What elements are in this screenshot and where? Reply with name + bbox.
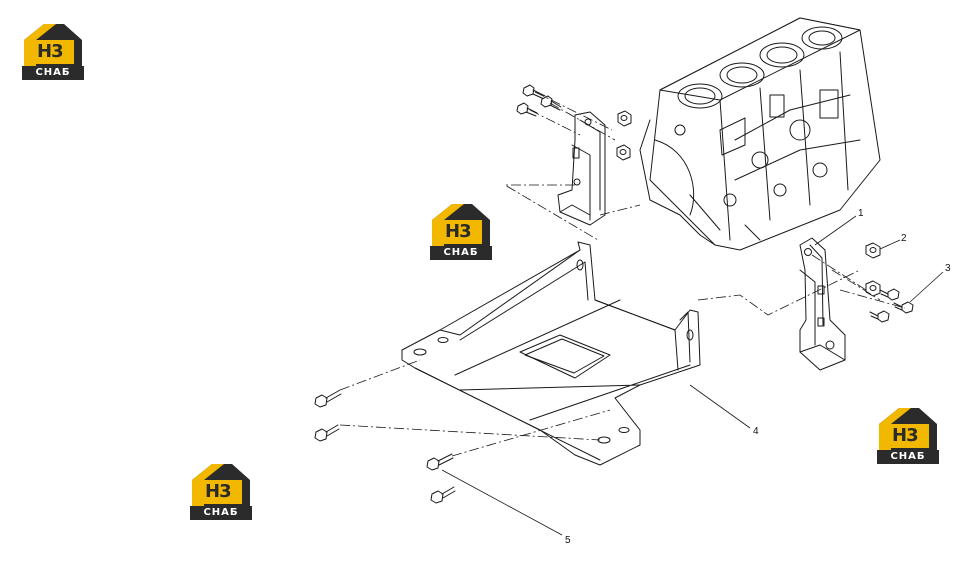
assembly-lines — [339, 91, 906, 457]
watermark-logo-center: H3 СНАБ — [430, 202, 492, 262]
bolt-right-lower — [869, 310, 890, 323]
logo-text: СНАБ — [22, 66, 84, 80]
bolt-part-3b — [893, 301, 914, 314]
logo-text: СНАБ — [877, 450, 939, 464]
bolt-part-5b — [430, 486, 456, 504]
watermark-logo-right: H3 СНАБ — [877, 406, 939, 466]
house-logo-icon — [432, 204, 490, 246]
house-logo-icon — [192, 464, 250, 506]
bolt-top-2 — [540, 95, 562, 111]
callout-3: 3 — [945, 263, 951, 274]
bolt-top-3 — [516, 102, 538, 117]
bolt-left-1 — [314, 389, 342, 408]
nut-part-2 — [865, 242, 881, 259]
right-fasteners — [865, 242, 914, 323]
logo-text: СНАБ — [430, 246, 492, 260]
engine-block — [639, 17, 881, 251]
callout-4: 4 — [753, 426, 759, 437]
bolt-part-3a — [879, 288, 900, 301]
callout-5: 5 — [565, 535, 571, 546]
nut-top-2 — [616, 144, 631, 161]
upper-fasteners — [516, 84, 632, 161]
right-mount-bracket — [799, 237, 846, 371]
nut-top-1 — [617, 110, 632, 127]
bolt-left-2 — [314, 424, 340, 442]
house-logo-icon — [879, 408, 937, 450]
leader-lines — [441, 215, 944, 536]
logo-letters: H3 — [892, 425, 919, 446]
nut-right-lower — [865, 280, 881, 297]
base-plate — [401, 241, 701, 466]
callout-1: 1 — [858, 208, 864, 219]
watermark-logo-top-left: H3 СНАБ — [22, 22, 84, 82]
logo-letters: H3 — [205, 481, 232, 502]
left-bolts — [314, 389, 456, 504]
logo-letters: H3 — [445, 221, 472, 242]
bolt-part-5a — [426, 453, 454, 471]
watermark-logo-bottom-left: H3 СНАБ — [190, 462, 252, 522]
logo-text: СНАБ — [190, 506, 252, 520]
house-logo-icon — [24, 24, 82, 66]
logo-letters: H3 — [37, 41, 64, 62]
left-mount-bracket — [557, 111, 606, 226]
callout-2: 2 — [901, 233, 907, 244]
bolt-top-1 — [522, 84, 546, 100]
